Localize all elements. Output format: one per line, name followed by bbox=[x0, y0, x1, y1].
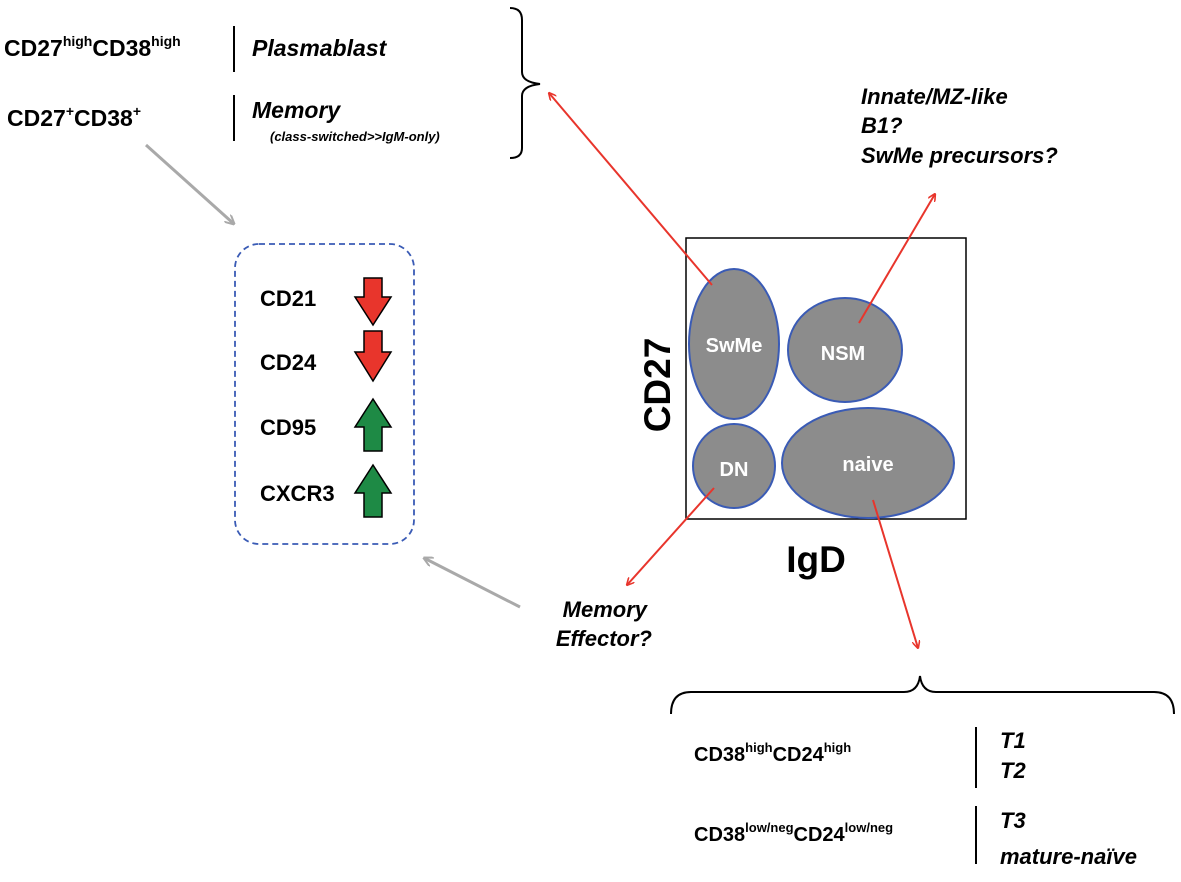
nsm-note-line: Innate/MZ-like bbox=[861, 84, 1008, 109]
dn-population-label: DN bbox=[720, 459, 749, 481]
marker-name-cd24: CD24 bbox=[260, 350, 317, 375]
down-arrow-icon bbox=[353, 330, 393, 383]
red-arrow-naive-to-transitional bbox=[872, 499, 918, 648]
marker-name-cxcr3: CXCR3 bbox=[260, 481, 335, 506]
dn-note: Memory Effector? bbox=[556, 597, 652, 651]
transitional-stage-t1: T1 bbox=[1000, 728, 1026, 753]
up-arrow-icon bbox=[353, 397, 393, 452]
bottom-bracket-icon bbox=[670, 675, 1175, 715]
transitional-stage-t3: T3 bbox=[1000, 808, 1026, 833]
red-arrow-swme-to-memory bbox=[549, 93, 713, 286]
plasmablast-phenotype-label: CD27highCD38high bbox=[4, 33, 181, 61]
nsm-population bbox=[787, 297, 903, 403]
gray-arrow-to-markers bbox=[144, 143, 234, 224]
plasmablast-descriptor: Plasmablast bbox=[252, 35, 388, 61]
memory-phenotype-label: CD27+CD38+ bbox=[7, 103, 141, 131]
gray-arrow-from-dn-note bbox=[424, 558, 521, 609]
naive-population bbox=[781, 407, 955, 519]
nsm-note: Innate/MZ-like B1? SwMe precursors? bbox=[861, 84, 1058, 168]
igd-cd27-plot: SwMe NSM DN naive CD27 IgD bbox=[637, 237, 967, 580]
marker-list: CD21 CD24 CD95 CXCR3 bbox=[260, 277, 393, 518]
naive-population-label: naive bbox=[842, 454, 893, 476]
bottom-right-phenotype-group: CD38highCD24high T1 T2 CD38low/negCD24lo… bbox=[670, 675, 1175, 869]
swme-population bbox=[688, 268, 780, 420]
nsm-population-label: NSM bbox=[821, 343, 865, 365]
marker-name-cd95: CD95 bbox=[260, 415, 316, 440]
swme-population-label: SwMe bbox=[706, 335, 763, 357]
y-axis-label: CD27 bbox=[637, 338, 678, 433]
red-arrow-dn-to-effector bbox=[627, 487, 715, 585]
transitional-phenotype-label: CD38highCD24high bbox=[694, 740, 851, 766]
dn-population bbox=[692, 423, 776, 509]
nsm-note-line: SwMe precursors? bbox=[861, 143, 1058, 168]
memory-subnote: (class-switched>>IgM-only) bbox=[270, 129, 440, 144]
memory-descriptor: Memory bbox=[252, 97, 341, 123]
dn-note-line: Memory bbox=[563, 597, 649, 622]
nsm-note-line: B1? bbox=[861, 113, 903, 138]
transitional-stage-t2: T2 bbox=[1000, 758, 1026, 783]
dn-note-line: Effector? bbox=[556, 626, 652, 651]
down-arrow-icon bbox=[353, 277, 393, 327]
marker-name-cd21: CD21 bbox=[260, 286, 316, 311]
top-bracket-icon bbox=[509, 7, 541, 159]
mature-naive-stage: mature-naïve bbox=[1000, 844, 1137, 869]
up-arrow-icon bbox=[353, 463, 393, 518]
top-left-phenotype-group: CD27highCD38high Plasmablast CD27+CD38+ … bbox=[4, 7, 541, 159]
mature-phenotype-label: CD38low/negCD24low/neg bbox=[694, 820, 893, 846]
x-axis-label: IgD bbox=[786, 539, 846, 580]
red-arrow-nsm-to-note bbox=[858, 194, 935, 324]
marker-box bbox=[234, 243, 415, 545]
